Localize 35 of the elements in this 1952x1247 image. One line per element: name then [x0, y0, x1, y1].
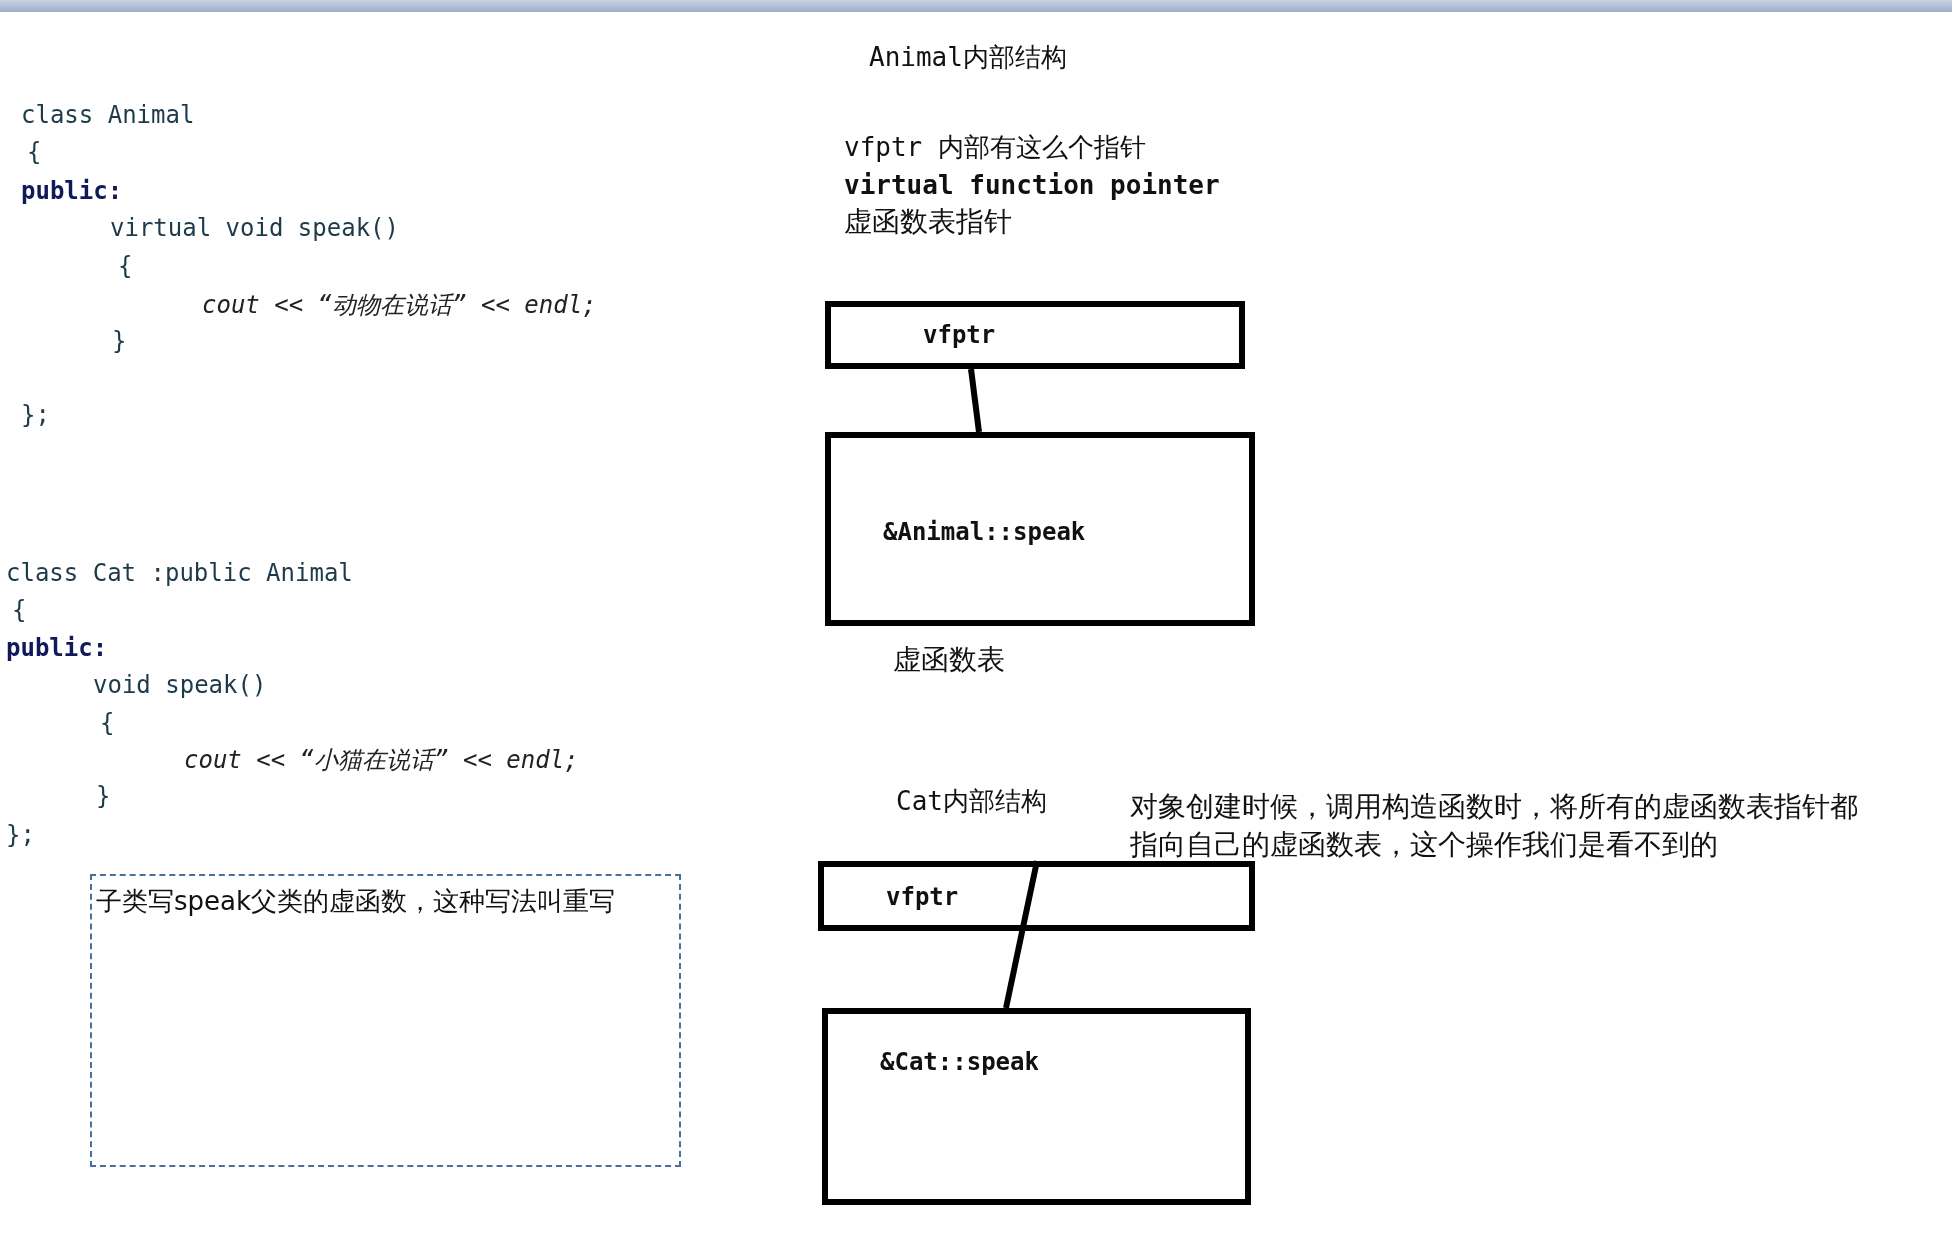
note-text: 对象创建时候，调用构造函数时，将所有的虚函数表指针都指向自己的虚函数表，这个操作我们是看不到的 [1130, 789, 1859, 863]
connector-line [1003, 860, 1040, 1009]
pointer-box [818, 861, 1255, 931]
entry-text: vfptr [923, 321, 996, 349]
table-box [825, 432, 1255, 626]
code-line: class Cat :public Animal [6, 558, 353, 588]
heading: Animal内部结构 [869, 42, 1067, 72]
code-line: { [12, 595, 27, 625]
table-box [822, 1008, 1251, 1205]
heading: Cat内部结构 [896, 786, 1047, 816]
table-caption: 虚函数表 [893, 645, 1005, 675]
entry-text: &Cat::speak [880, 1048, 1039, 1076]
note-box [90, 874, 681, 1167]
note-text: vfptr 内部有这么个指针 [844, 132, 1146, 162]
code-line: }; [21, 400, 50, 430]
entry-text: vfptr [886, 883, 959, 911]
code-line: class Animal [21, 100, 195, 130]
code-line: }; [6, 820, 35, 850]
code-line: public: [21, 176, 123, 206]
pointer-box [825, 301, 1245, 369]
connector-line [968, 368, 982, 433]
code-line: } [112, 326, 127, 356]
code-line: { [118, 251, 133, 281]
code-line: } [96, 781, 111, 811]
code-line: { [27, 137, 42, 167]
code-line: { [100, 708, 115, 738]
note-text: 虚函数表指针 [844, 207, 1012, 237]
code-line: public: [6, 633, 108, 663]
note-text: 子类写speak父类的虚函数，这种写法叫重写 [96, 885, 616, 918]
code-line: cout << “小猫在说话” << endl; [184, 745, 579, 775]
code-line: cout << “动物在说话” << endl; [202, 290, 597, 320]
entry-text: &Animal::speak [883, 518, 1086, 546]
code-line: void speak() [93, 670, 267, 700]
note-text: virtual function pointer [844, 170, 1220, 200]
code-line: virtual void speak() [110, 213, 399, 243]
